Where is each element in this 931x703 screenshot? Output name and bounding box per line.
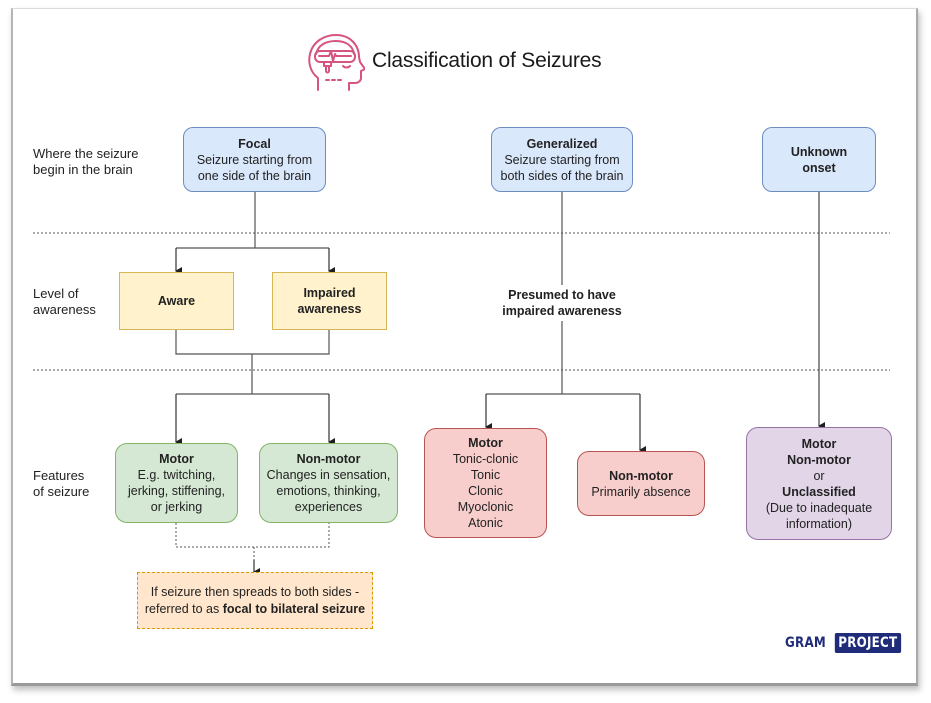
focal-motor-line3: or jerking [150, 500, 203, 514]
row-label-onset-line2: begin in the brain [33, 162, 133, 177]
aware-box: Aware [119, 272, 234, 330]
focal-onset-box: Focal Seizure starting from one side of … [183, 127, 326, 192]
gen-motor-heading: Motor [468, 436, 503, 450]
focal-desc-line2: one side of the brain [197, 168, 312, 183]
gen-nonmotor-line1: Primarily absence [591, 484, 691, 499]
gramproject-logo: GRAM PROJECT [785, 633, 907, 653]
focal-nonmotor-line3: experiences [294, 500, 363, 514]
row-label-features-line1: Features [33, 468, 85, 483]
row-label-features: Features of seizure [33, 468, 89, 500]
presumed-line1: Presumed to have [508, 288, 616, 302]
generalized-desc-line2: both sides of the brain [500, 168, 624, 183]
note-line1: If seizure then spreads to both sides - [150, 584, 360, 599]
impaired-label-line1: Impaired [303, 286, 356, 300]
gen-motor-line3: Clonic [468, 484, 503, 498]
row-label-features-line2: of seizure [33, 484, 90, 499]
page-title: Classification of Seizures [372, 49, 602, 72]
generalized-nonmotor-box: Non-motor Primarily absence [577, 451, 705, 516]
aware-label: Aware [157, 294, 196, 308]
row-label-awareness: Level of awareness [33, 286, 96, 318]
focal-nonmotor-line2: emotions, thinking, [276, 484, 381, 498]
focal-motor-line2: jerking, stiffening, [127, 484, 226, 498]
focal-motor-line1: E.g. twitching, [137, 468, 216, 482]
focal-desc-line1: Seizure starting from [196, 152, 313, 167]
unknown-note-line1: (Due to inadequate [765, 500, 873, 515]
presumed-impaired-label: Presumed to have impaired awareness [492, 287, 632, 319]
focal-motor-box: Motor E.g. twitching, jerking, stiffenin… [115, 443, 238, 523]
impaired-awareness-box: Impaired awareness [272, 272, 387, 330]
unknown-heading-line1: Unknown [790, 144, 848, 159]
gen-motor-line2: Tonic [470, 468, 501, 482]
row-label-awareness-line2: awareness [33, 302, 96, 317]
focal-to-bilateral-note: If seizure then spreads to both sides - … [137, 572, 373, 629]
note-line2-prefix: referred to as [144, 601, 223, 616]
row-label-onset: Where the seizure begin in the brain [33, 146, 139, 178]
generalized-heading: Generalized [526, 136, 598, 151]
gen-motor-line1: Tonic-clonic [452, 452, 519, 466]
generalized-onset-box: Generalized Seizure starting from both s… [491, 127, 633, 192]
logo-part2: PROJECT [835, 633, 902, 653]
unknown-note-line2: information) [786, 516, 852, 531]
unknown-nonmotor: Non-motor [787, 452, 851, 467]
unknown-unclassified: Unclassified [782, 484, 856, 499]
logo-part1: GRAM [785, 635, 827, 651]
unknown-features-box: Motor Non-motor or Unclassified (Due to … [746, 427, 892, 540]
focal-heading: Focal [238, 136, 271, 151]
note-line2-bold: focal to bilateral seizure [222, 601, 366, 616]
generalized-desc-line1: Seizure starting from [504, 152, 620, 167]
unknown-or: or [813, 468, 825, 483]
gen-motor-line5: Atonic [468, 516, 503, 530]
unknown-motor: Motor [801, 436, 837, 451]
focal-nonmotor-heading: Non-motor [296, 452, 361, 466]
gen-motor-line4: Myoclonic [457, 500, 514, 514]
brain-head-icon [308, 34, 365, 91]
generalized-motor-box: Motor Tonic-clonic Tonic Clonic Myocloni… [424, 428, 547, 538]
presumed-line2: impaired awareness [502, 304, 622, 318]
unknown-onset-box: Unknown onset [762, 127, 876, 192]
row-label-awareness-line1: Level of [33, 286, 79, 301]
focal-motor-heading: Motor [159, 452, 194, 466]
unknown-heading-line2: onset [802, 160, 836, 175]
note-line2: referred to as focal to bilateral seizur… [145, 601, 365, 618]
gen-nonmotor-heading: Non-motor [609, 468, 673, 483]
focal-nonmotor-box: Non-motor Changes in sensation, emotions… [259, 443, 398, 523]
row-label-onset-line1: Where the seizure [33, 146, 139, 161]
impaired-label-line2: awareness [297, 302, 362, 316]
focal-nonmotor-line1: Changes in sensation, [266, 468, 391, 482]
